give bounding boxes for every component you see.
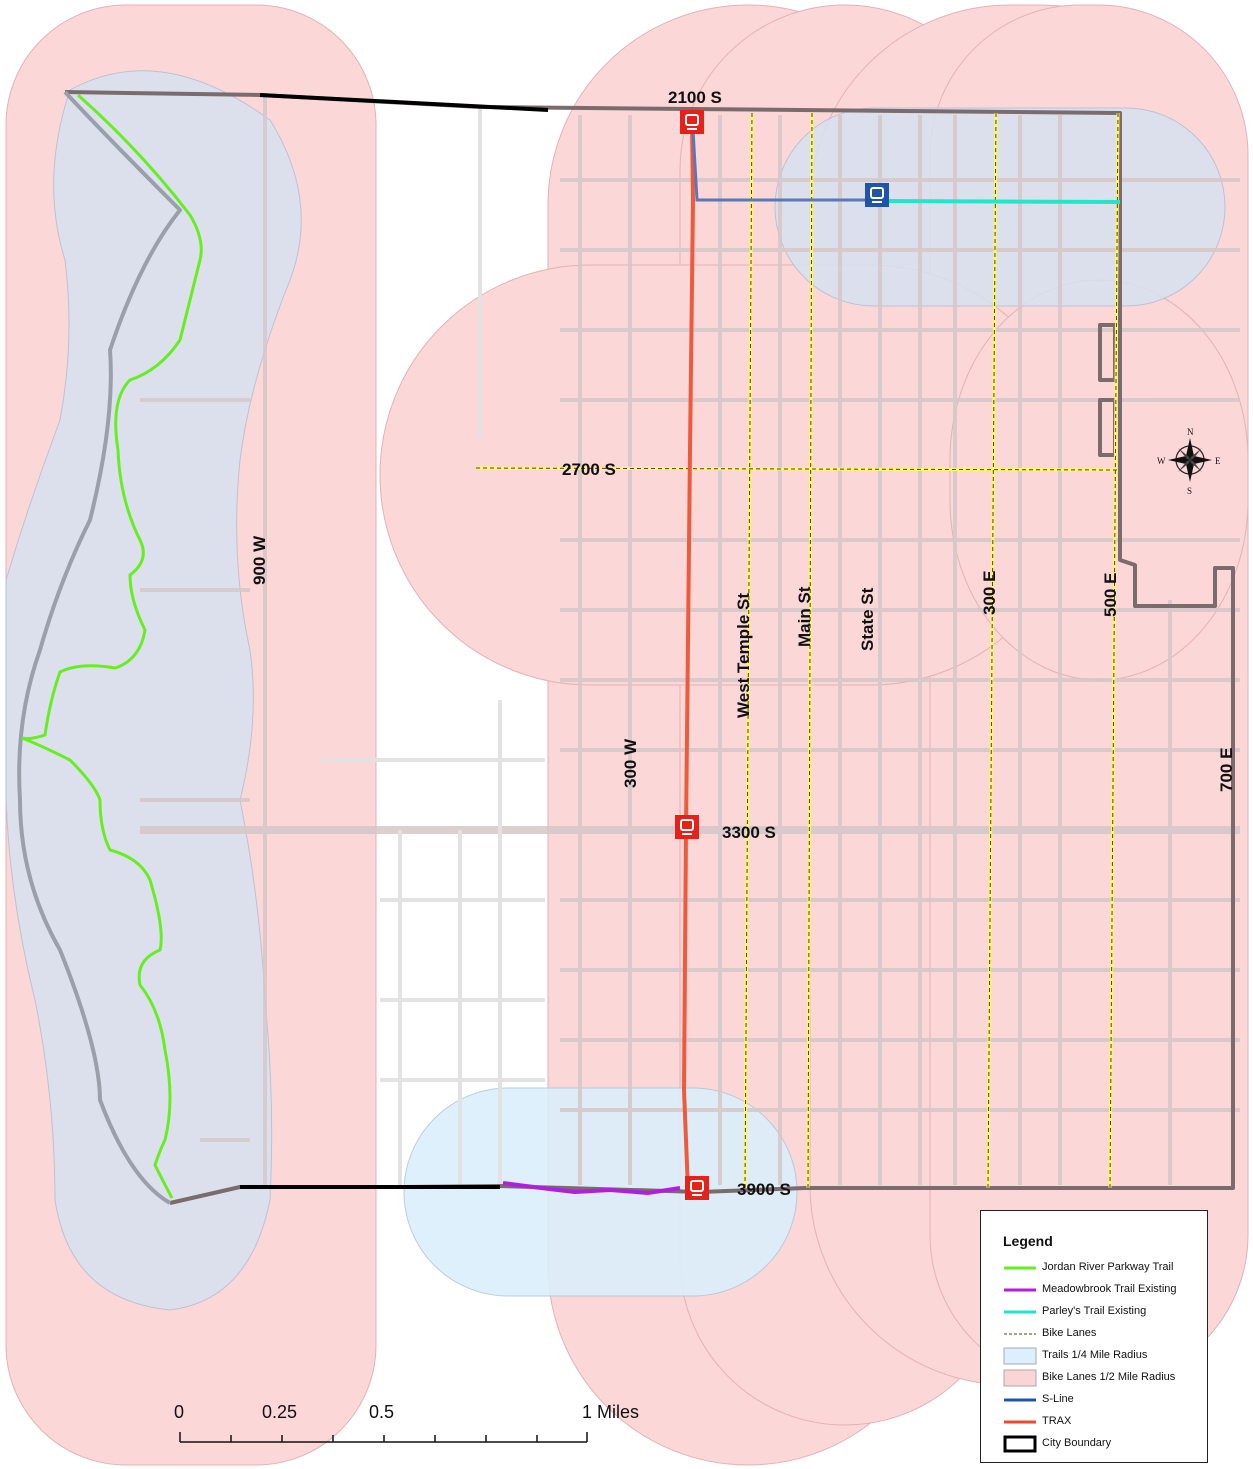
legend-item: TRAX	[1003, 1413, 1203, 1431]
trax-station-3900s[interactable]	[685, 1176, 709, 1200]
legend-symbol-icon	[1004, 1333, 1036, 1335]
jordan-river-trail	[21, 93, 203, 1199]
legend-item-label: City Boundary	[1042, 1437, 1112, 1449]
street-network	[140, 95, 1240, 1185]
legend-item: City Boundary	[1003, 1435, 1203, 1453]
trax-station-3300s[interactable]	[675, 815, 699, 839]
label-300e: 300 E	[980, 571, 999, 615]
legend-symbol-icon	[1004, 1288, 1036, 1292]
legend-item-label: Parley's Trail Existing	[1042, 1305, 1147, 1317]
compass-rose-icon: N S E W	[1157, 427, 1221, 496]
legend-symbol-icon	[1004, 1398, 1036, 1402]
street-network-unbuffered	[320, 105, 545, 1185]
label-700e: 700 E	[1217, 748, 1236, 792]
trax-station-2100s[interactable]	[680, 110, 704, 134]
legend-item-label: Trails 1/4 Mile Radius	[1042, 1349, 1148, 1361]
legend-item: Meadowbrook Trail Existing	[1003, 1281, 1203, 1299]
svg-text:E: E	[1215, 456, 1221, 466]
bike-lanes	[475, 112, 1120, 1189]
label-2100s: 2100 S	[668, 88, 722, 107]
trails-buffer	[5, 70, 1226, 1311]
legend-symbol-icon	[1003, 1347, 1037, 1365]
s-line	[691, 129, 877, 202]
label-main-st: Main St	[795, 586, 814, 647]
legend-symbol-icon	[1003, 1435, 1037, 1453]
legend-item: Bike Lanes 1/2 Mile Radius	[1003, 1369, 1203, 1387]
trax-line	[681, 119, 696, 1191]
label-500e: 500 E	[1101, 573, 1120, 617]
legend-symbol-icon	[1004, 1420, 1036, 1424]
scale-tick-05: 0.5	[369, 1402, 394, 1422]
scale-tick-025: 0.25	[262, 1402, 297, 1422]
legend-title: Legend	[1003, 1233, 1053, 1249]
svg-text:W: W	[1157, 456, 1166, 466]
label-3300s: 3300 S	[722, 823, 776, 842]
legend-item-label: Jordan River Parkway Trail	[1042, 1261, 1174, 1273]
label-3900s: 3900 S	[737, 1180, 791, 1199]
label-2700s: 2700 S	[562, 460, 616, 479]
legend-symbol-icon	[1004, 1266, 1036, 1270]
scale-tick-1-miles: 1 Miles	[582, 1402, 639, 1422]
meadowbrook-trail	[502, 1181, 681, 1196]
label-west-temple: West Temple St	[734, 593, 753, 718]
sline-station[interactable]	[865, 183, 889, 207]
label-900w: 900 W	[250, 535, 269, 585]
legend-item: Parley's Trail Existing	[1003, 1303, 1203, 1321]
svg-text:N: N	[1187, 427, 1194, 437]
legend-item-label: Bike Lanes 1/2 Mile Radius	[1042, 1371, 1176, 1383]
legend-item-label: TRAX	[1042, 1415, 1072, 1427]
svg-text:S: S	[1187, 486, 1192, 496]
legend-item: S-Line	[1003, 1391, 1203, 1409]
legend-symbol-icon	[1004, 1310, 1036, 1314]
parleys-trail	[876, 199, 1121, 204]
legend-item: Jordan River Parkway Trail	[1003, 1259, 1203, 1277]
label-300w: 300 W	[621, 738, 640, 788]
legend-item-label: Meadowbrook Trail Existing	[1042, 1283, 1177, 1295]
legend-symbol-icon	[1003, 1369, 1037, 1387]
legend-item: Bike Lanes	[1003, 1325, 1203, 1343]
legend-item-label: S-Line	[1042, 1393, 1074, 1405]
legend-item: Trails 1/4 Mile Radius	[1003, 1347, 1203, 1365]
scale-bar	[179, 1432, 588, 1443]
scale-tick-0: 0	[174, 1402, 184, 1422]
legend-item-label: Bike Lanes	[1042, 1327, 1097, 1339]
label-state-st: State St	[858, 587, 877, 651]
